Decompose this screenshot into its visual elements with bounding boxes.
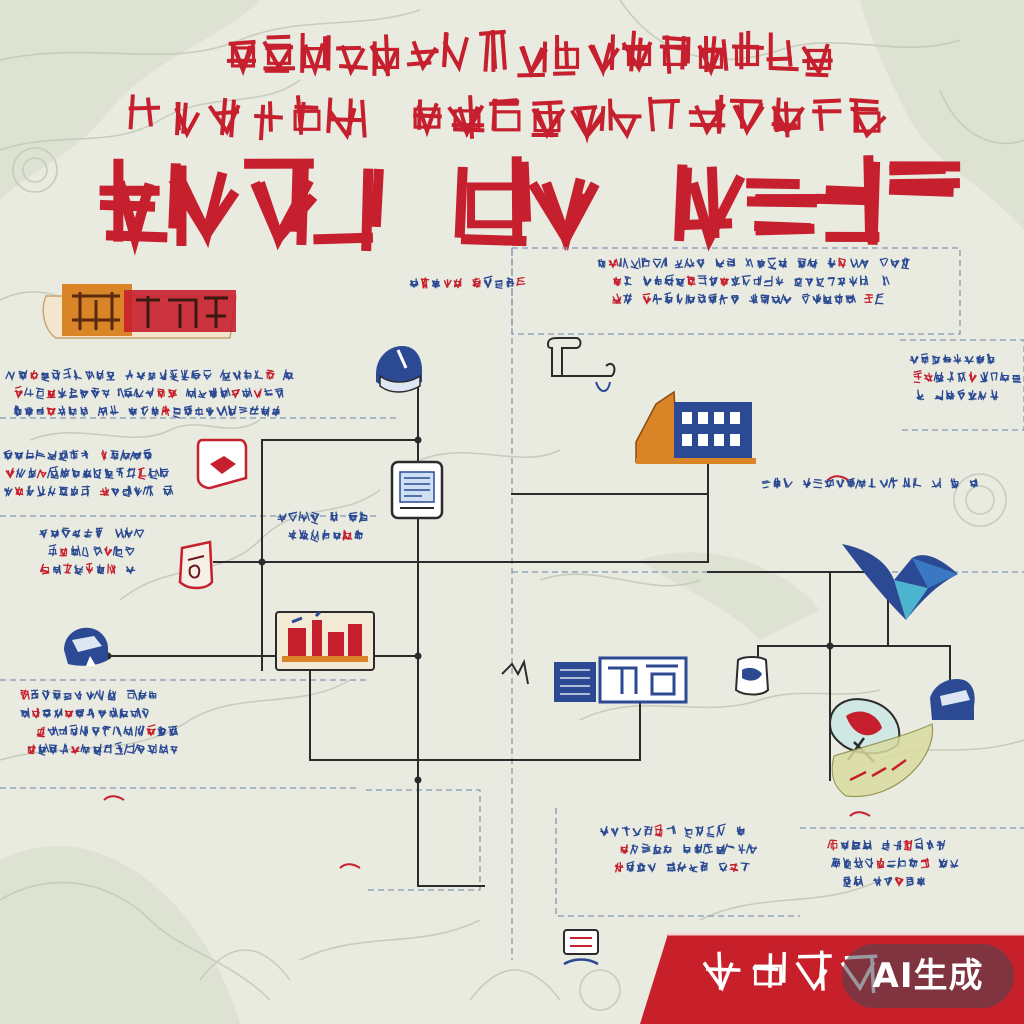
- stamp-icon: [563, 929, 599, 966]
- caption-top-center: [409, 275, 526, 289]
- connector-workshop-loop: [309, 655, 641, 761]
- caption-left-bottom: [20, 689, 179, 756]
- footer-banner-glyph: [702, 951, 741, 992]
- caption-center: [277, 511, 368, 543]
- caption-layer: [3, 257, 1022, 888]
- frame-top-right: [511, 247, 961, 335]
- caption-left-lower: [39, 527, 145, 576]
- frame-sketch-box: [366, 789, 481, 891]
- factory-icon: [501, 656, 688, 704]
- junction-dot: [826, 642, 834, 650]
- lantern-icon: [734, 656, 770, 696]
- caption-right-middle: [761, 477, 978, 490]
- connector-bottom-hook: [417, 779, 485, 887]
- caption-top-right: [597, 257, 910, 306]
- caption-left-middle: [3, 448, 174, 498]
- caption-bottom-right: [827, 837, 959, 888]
- ai-generated-watermark: AI生成: [842, 944, 1014, 1008]
- workshop-icon: [275, 610, 375, 671]
- headline-line-1: [226, 29, 833, 78]
- junction-dot: [414, 776, 422, 784]
- document-icon: [390, 460, 444, 520]
- shield-icon: [178, 540, 214, 590]
- hat-icon: [930, 678, 975, 720]
- helmet-icon: [376, 346, 422, 393]
- caption-right-upper: [909, 353, 1022, 401]
- watermark-text: AI生成: [872, 956, 984, 996]
- junction-dot: [414, 652, 422, 660]
- junction-dot: [258, 558, 266, 566]
- footer-banner-glyph: [795, 950, 832, 992]
- building-icon: [635, 390, 756, 464]
- frame-right-upper: [900, 339, 1024, 431]
- bird-icon: [842, 544, 958, 620]
- footer-banner-glyph: [752, 951, 787, 988]
- fish-icon: [828, 698, 934, 798]
- cap-icon: [64, 627, 108, 666]
- caption-bottom-center: [600, 823, 757, 873]
- junction-dot: [414, 436, 422, 444]
- frame-bottom-center: [555, 808, 800, 917]
- caption-left-upper: [5, 367, 294, 419]
- tag-icon: [196, 438, 248, 490]
- headline-line-3: [99, 155, 961, 256]
- headline-line-2: [128, 94, 887, 144]
- header-badge: [42, 284, 237, 339]
- accent-marks: [103, 475, 871, 869]
- scroll-icon: [546, 337, 616, 392]
